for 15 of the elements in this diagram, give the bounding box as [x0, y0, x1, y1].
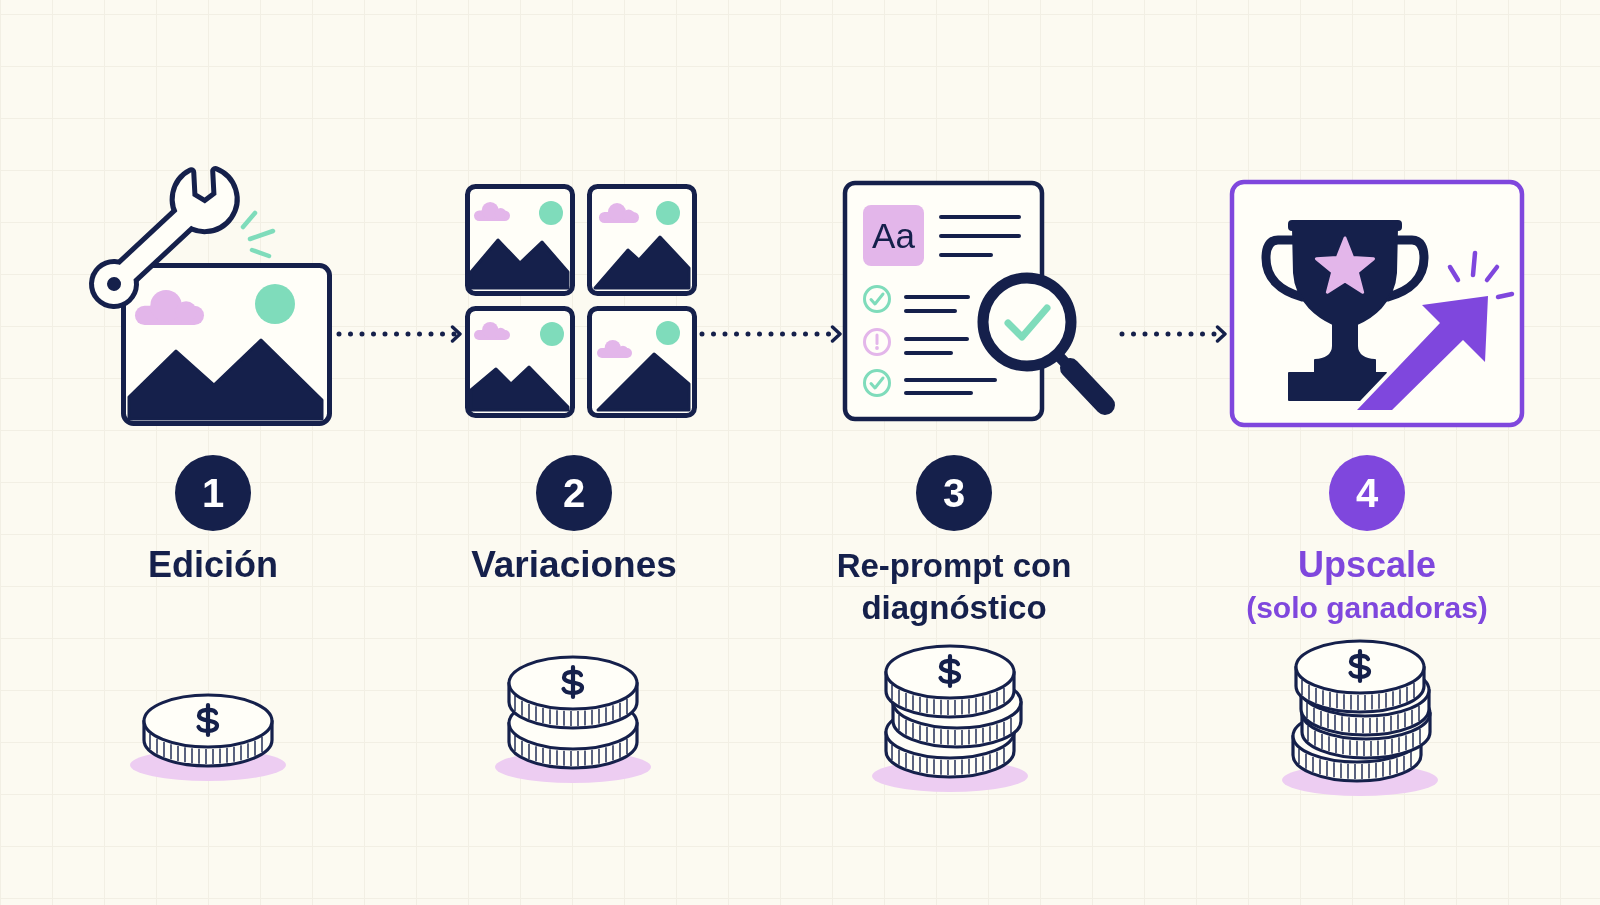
step-title: Variaciones: [471, 543, 677, 586]
image-grid-illustration: [463, 182, 699, 420]
step-note: (solo ganadoras): [1246, 590, 1488, 626]
trophy-upscale-illustration: [1228, 178, 1526, 429]
step-number-badge: 3: [916, 455, 992, 531]
dotted-arrow: [336, 325, 463, 343]
font-sample-tile: Aa: [863, 205, 924, 266]
dotted-arrow: [699, 325, 843, 343]
step-number-badge: 2: [536, 455, 612, 531]
dotted-arrow: [1119, 325, 1228, 343]
step-title: Re-prompt con diagnóstico: [835, 546, 1073, 628]
step-number-badge: 1: [175, 455, 251, 531]
step-title: Upscale: [1297, 543, 1437, 586]
step-title: Edición: [148, 543, 278, 586]
step-number-badge: 4: [1329, 455, 1405, 531]
